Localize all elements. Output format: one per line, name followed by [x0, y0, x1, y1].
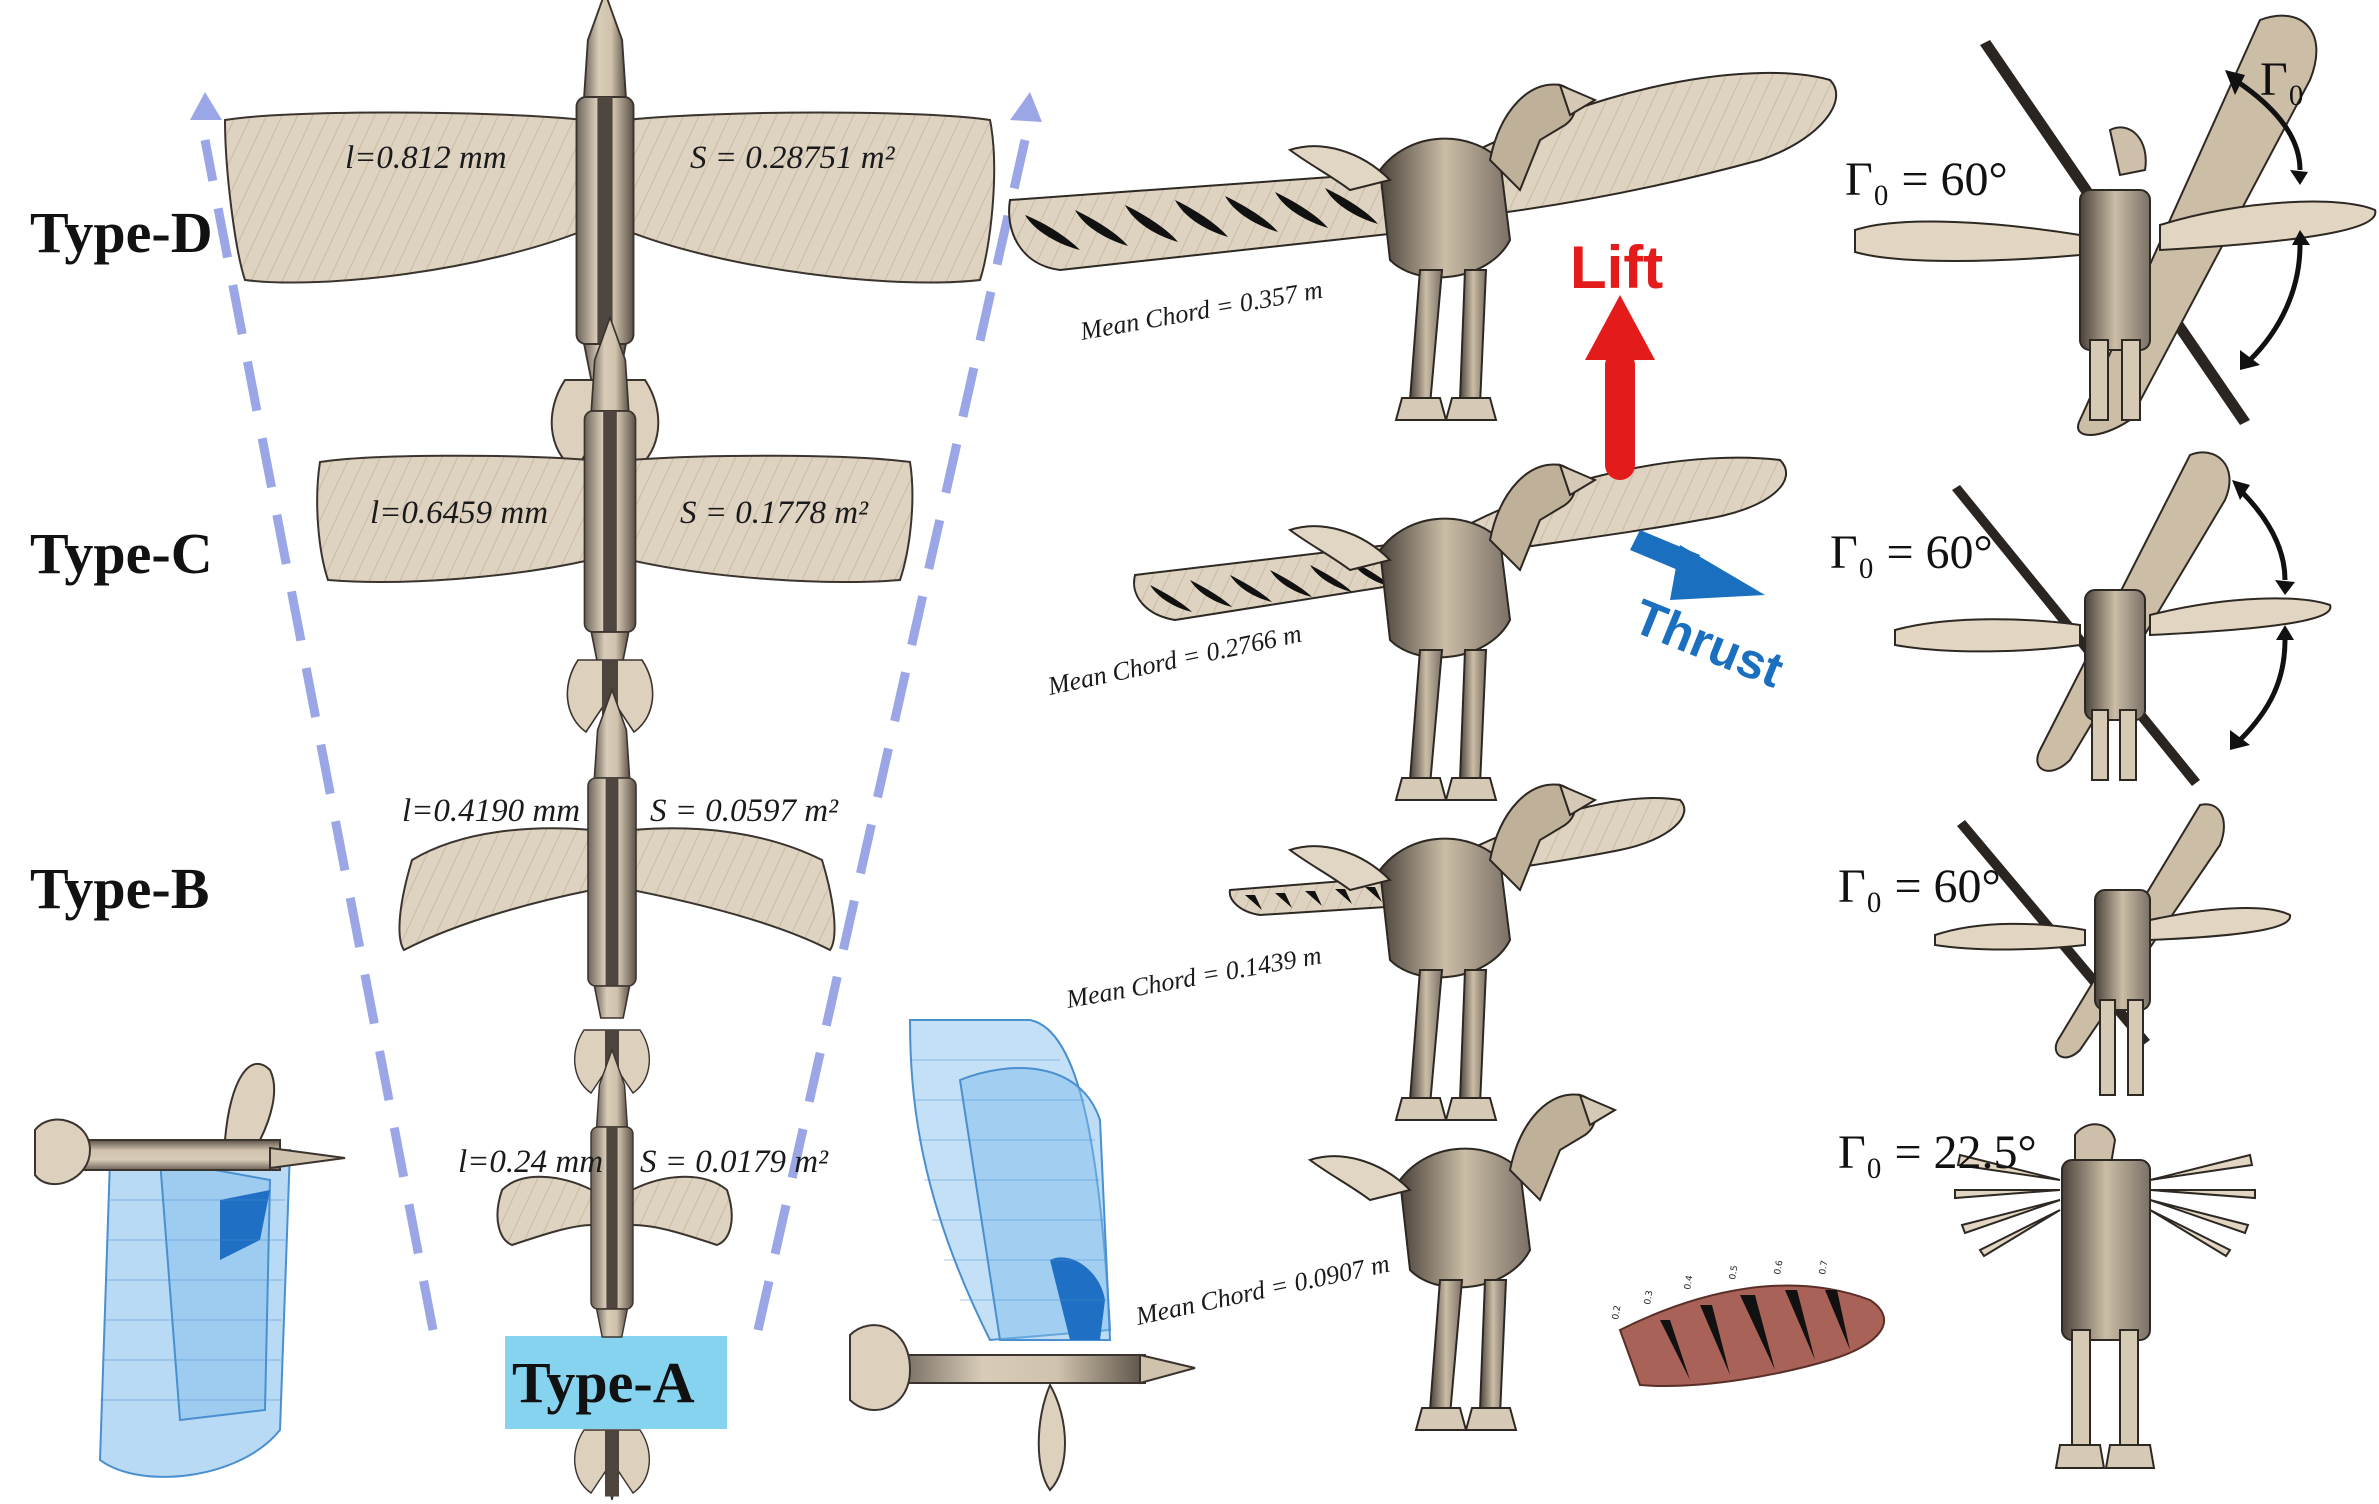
type-c-dihedral-view	[1895, 452, 2330, 786]
type-a-length: l=0.24 mm	[458, 1144, 603, 1180]
type-b-dihedral-view	[1935, 804, 2290, 1095]
type-c-label: Type-C	[30, 521, 213, 586]
svg-text:0.2: 0.2	[1611, 1305, 1623, 1321]
type-b-area: S = 0.0597 m²	[650, 793, 839, 829]
svg-text:0.3: 0.3	[1643, 1290, 1655, 1306]
type-d-dihedral-angle: Γ₀ = 60°	[1845, 153, 2008, 206]
type-c-dihedral-angle: Γ₀ = 60°	[1830, 526, 1993, 579]
svg-text:0.7: 0.7	[1818, 1260, 1830, 1276]
type-a-label: Type-A	[512, 1350, 695, 1415]
type-c-area: S = 0.1778 m²	[680, 495, 869, 531]
type-a-dihedral-angle: Γ₀ = 22.5°	[1838, 1126, 2037, 1179]
type-d-mean-chord: Mean Chord = 0.357 m	[1077, 275, 1325, 346]
lift-label: Lift	[1570, 234, 1663, 301]
type-d-length: l=0.812 mm	[345, 140, 507, 176]
thrust-label: Thrust	[1626, 588, 1792, 698]
type-a-top-view	[497, 1050, 731, 1500]
svg-text:0.6: 0.6	[1773, 1259, 1785, 1275]
type-b-mean-chord: Mean Chord = 0.1439 m	[1063, 940, 1324, 1014]
type-a-mean-chord: Mean Chord = 0.0907 m	[1132, 1249, 1392, 1331]
type-b-top-view	[399, 690, 834, 1100]
airfoil-ribs-sketch: 0.2 0.3 0.4 0.5 0.6 0.7	[1611, 1259, 1884, 1386]
type-a-area: S = 0.0179 m²	[640, 1144, 829, 1180]
type-b-label: Type-B	[30, 856, 209, 921]
svg-text:0.4: 0.4	[1683, 1274, 1695, 1290]
type-b-dihedral-angle: Γ₀ = 60°	[1838, 860, 2001, 913]
gamma-symbol-label: Γ₀	[2260, 53, 2304, 106]
type-d-area: S = 0.28751 m²	[690, 140, 896, 176]
type-d-3d-view	[1009, 73, 1836, 420]
left-envelope-bird	[35, 1064, 345, 1477]
type-b-length: l=0.4190 mm	[402, 793, 580, 829]
type-c-length: l=0.6459 mm	[370, 495, 548, 531]
center-envelope-bird	[850, 1020, 1195, 1490]
type-d-label: Type-D	[30, 200, 213, 265]
type-c-mean-chord: Mean Chord = 0.2766 m	[1044, 619, 1304, 701]
lift-arrow	[1585, 295, 1655, 480]
svg-text:0.5: 0.5	[1728, 1265, 1740, 1281]
